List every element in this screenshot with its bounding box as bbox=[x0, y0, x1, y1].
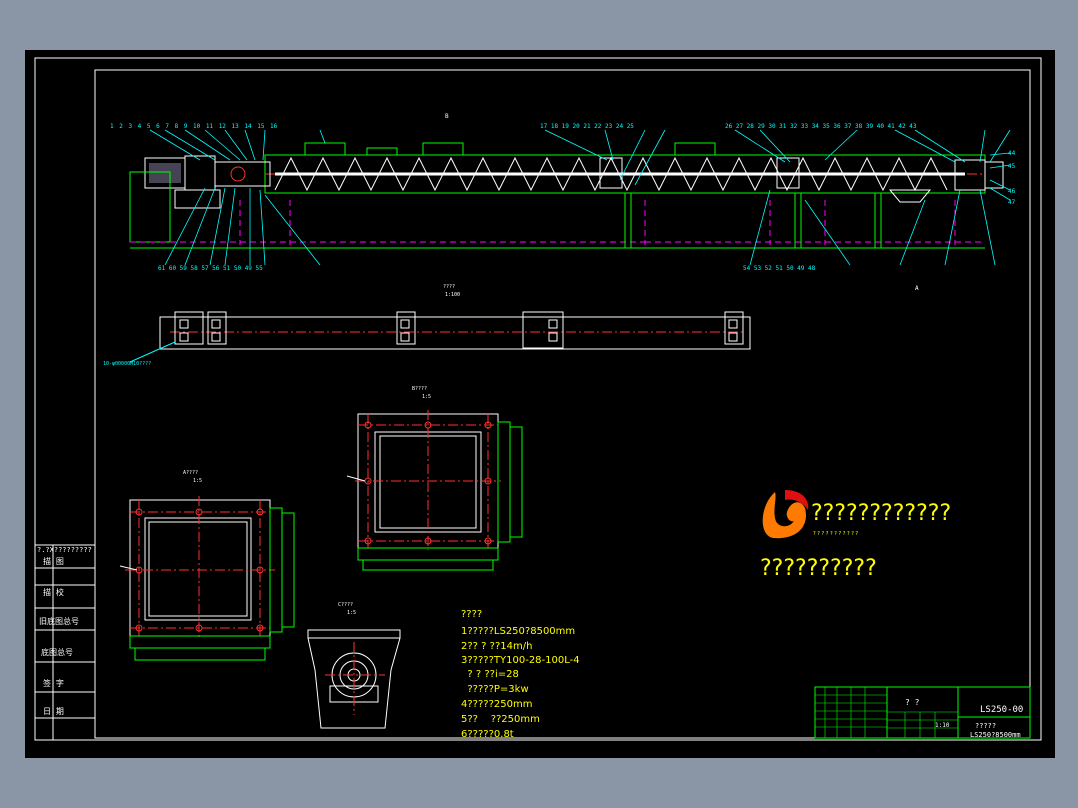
inlet-1 bbox=[304, 142, 346, 156]
title-scale: 1:10 bbox=[935, 722, 950, 729]
motor-base bbox=[174, 189, 221, 209]
view-a-flange: A???? 1:5 bbox=[119, 470, 295, 661]
note-5: ?????P=3kw bbox=[461, 684, 529, 695]
watermark-sub: ? ? ? ? ? ? ? ? ? ? ? bbox=[813, 531, 858, 537]
part-46: 46 bbox=[1008, 188, 1016, 195]
side-title: C???? bbox=[338, 602, 353, 608]
inlet-3 bbox=[674, 142, 716, 156]
view-b-marker: B bbox=[445, 113, 449, 120]
drawing-sheet: ?.?X????????? 描 图 描 校 旧底图总号 底图总号 签 字 日 期 bbox=[25, 50, 1055, 758]
note-7: 5?? ??250mm bbox=[461, 714, 540, 725]
side-row-4: 底图总号 bbox=[41, 647, 73, 657]
outer-frame bbox=[34, 57, 1042, 741]
title-center-mark: ? ? bbox=[905, 698, 920, 707]
side-row-5: 签 字 bbox=[43, 678, 64, 688]
side-row-0: ?.?X????????? bbox=[37, 546, 92, 554]
part-numbers-bottom-left: 61 60 59 58 57 56 51 50 49 55 bbox=[158, 265, 263, 272]
side-table: ?.?X????????? 描 图 描 校 旧底图总号 底图总号 签 字 日 期 bbox=[35, 544, 95, 740]
inlet-2 bbox=[422, 142, 464, 156]
cad-drawing: ?.?X????????? 描 图 描 校 旧底图总号 底图总号 签 字 日 期 bbox=[34, 57, 1042, 741]
side-row-6: 日 期 bbox=[43, 707, 64, 716]
plan-title: ???? bbox=[443, 284, 455, 290]
plan-view: ???? 1:100 10-φ00000M10???? bbox=[103, 284, 751, 367]
coupling bbox=[214, 161, 271, 187]
tech-notes: ???? 1?????LS250?8500mm 2?? ? ??14m/h 3?… bbox=[461, 609, 580, 740]
note-4: ? ? ??i=28 bbox=[461, 669, 519, 680]
watermark: ???????????? ? ? ? ? ? ? ? ? ? ? ? ?????… bbox=[760, 490, 951, 581]
side-row-2: 描 校 bbox=[43, 587, 64, 597]
view-a-marker: A bbox=[915, 285, 919, 292]
note-0: ???? bbox=[461, 609, 482, 620]
part-44: 44 bbox=[1008, 150, 1016, 157]
view-b-title: B???? bbox=[412, 386, 427, 392]
title-name-1: ????? bbox=[975, 722, 996, 730]
reducer bbox=[184, 155, 216, 191]
side-view: C???? 1:5 bbox=[307, 602, 401, 729]
view-b-scale: 1:5 bbox=[422, 394, 431, 400]
part-numbers-bottom-right: 54 53 52 51 50 49 48 bbox=[743, 265, 816, 272]
inner-frame bbox=[94, 69, 1031, 739]
part-numbers-mid: 17 18 19 20 21 22 23 24 25 bbox=[540, 123, 634, 130]
part-45: 45 bbox=[1008, 163, 1016, 170]
note-8: 6?????0.8t bbox=[461, 729, 514, 740]
plan-note: 10-φ00000M10???? bbox=[103, 361, 151, 367]
view-a-title: A???? bbox=[183, 470, 198, 476]
part-47: 47 bbox=[1008, 199, 1016, 206]
side-scale: 1:5 bbox=[347, 610, 356, 616]
part-numbers-left: 1 2 3 4 5 6 7 8 9 10 11 12 13 14 15 16 bbox=[110, 123, 278, 130]
note-6: 4?????250mm bbox=[461, 699, 532, 710]
view-a-scale: 1:5 bbox=[193, 478, 202, 484]
watermark-main: ???????????? bbox=[811, 501, 951, 526]
view-b-flange: B???? 1:5 bbox=[346, 386, 523, 571]
note-3: 3?????TY100-28-100L-4 bbox=[461, 655, 580, 666]
drawing-number: LS250-00 bbox=[980, 705, 1023, 715]
flame-logo-icon bbox=[762, 492, 806, 539]
title-name-2: LS250?8500mm bbox=[970, 731, 1021, 739]
watermark-bottom: ?????????? bbox=[760, 556, 877, 581]
note-2: 2?? ? ??14m/h bbox=[461, 641, 532, 652]
side-row-1: 描 图 bbox=[43, 556, 64, 566]
title-block: ? ? 1:10 LS250-00 ????? LS250?8500mm bbox=[814, 686, 1031, 739]
conveyor-elevation: 1 2 3 4 5 6 7 8 9 10 11 12 13 14 15 16 1… bbox=[110, 113, 1016, 292]
plan-scale: 1:100 bbox=[445, 292, 460, 298]
side-row-3: 旧底图总号 bbox=[39, 616, 79, 626]
part-numbers-right: 26 27 28 29 30 31 32 33 34 35 36 37 38 3… bbox=[725, 123, 917, 130]
note-1: 1?????LS250?8500mm bbox=[461, 626, 575, 637]
